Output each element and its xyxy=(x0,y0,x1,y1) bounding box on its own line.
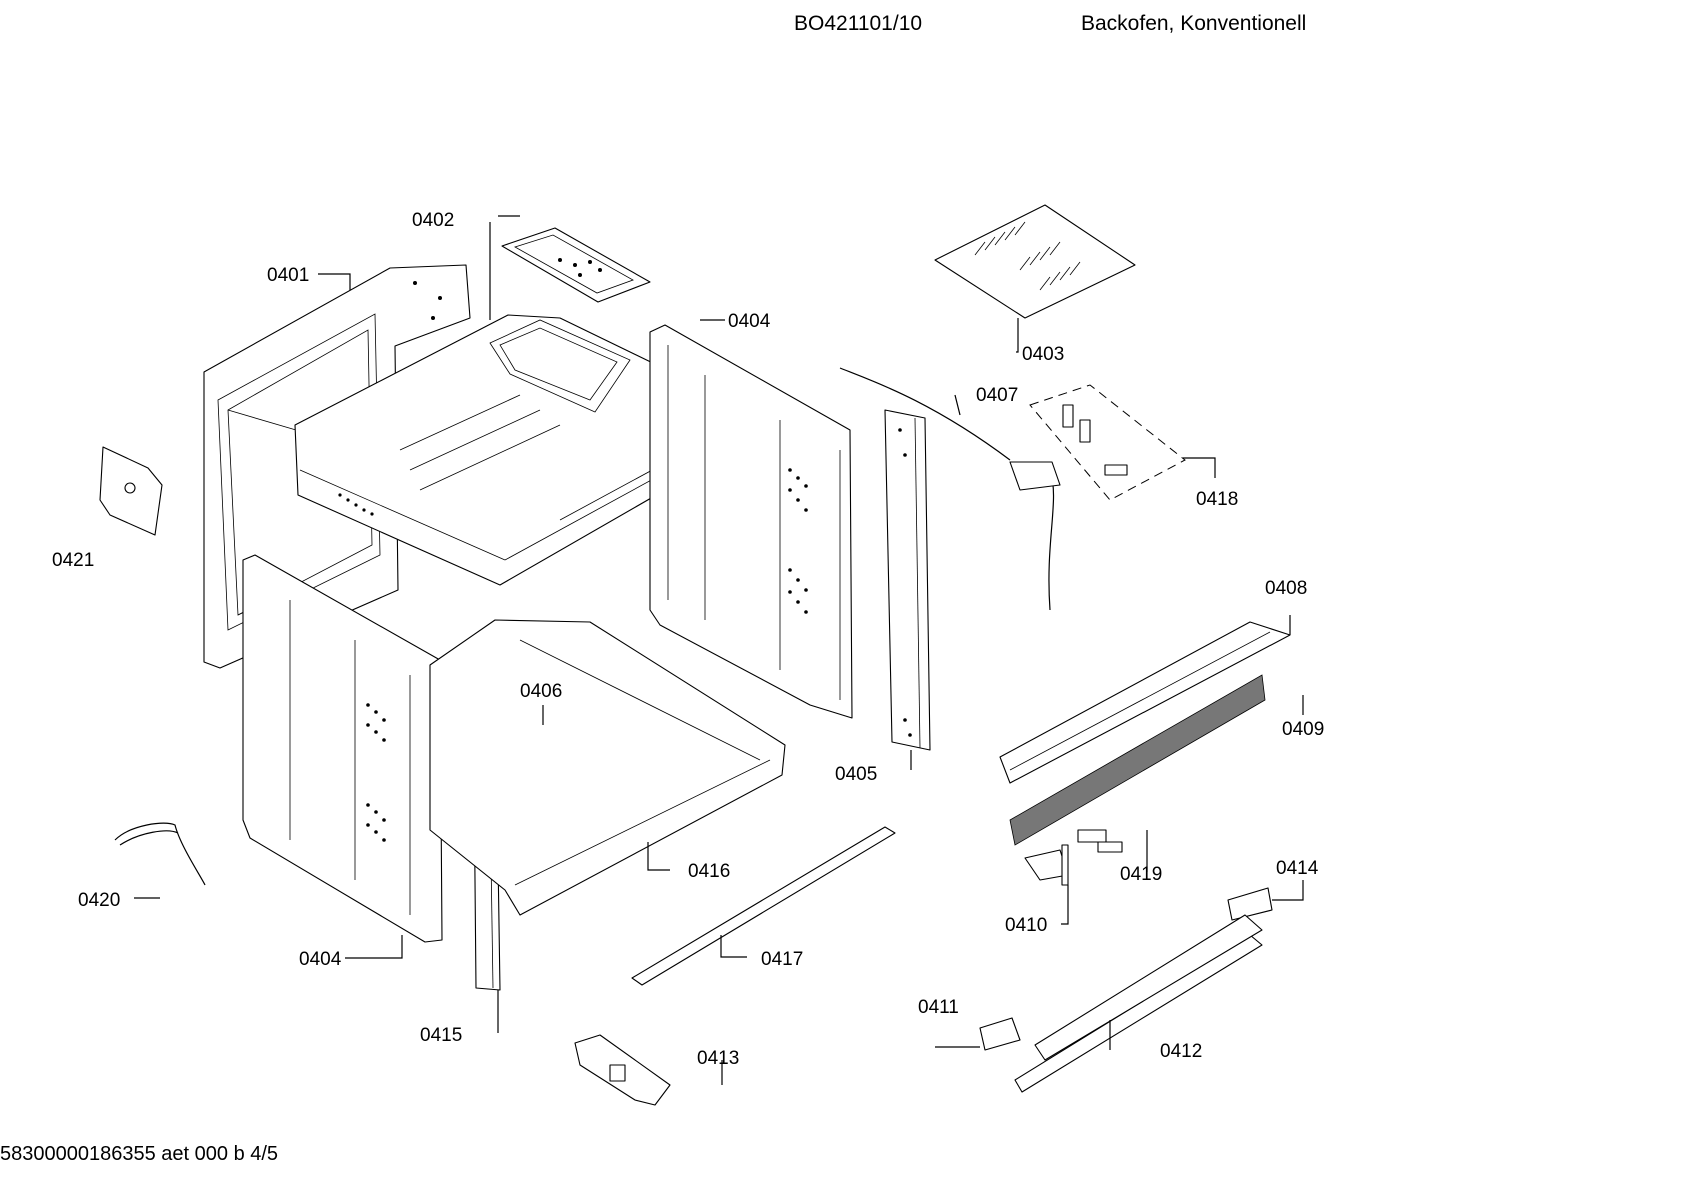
label-0412: 0412 xyxy=(1160,1041,1202,1062)
part-0419-screws xyxy=(1077,829,1123,853)
label-0409: 0409 xyxy=(1282,719,1324,740)
label-0414: 0414 xyxy=(1276,858,1319,879)
label-0419: 0419 xyxy=(1120,864,1162,885)
label-0408: 0408 xyxy=(1265,578,1307,599)
part-0418-screw-set xyxy=(1029,384,1186,501)
part-0410-hinge-bracket xyxy=(1024,844,1069,886)
label-0417: 0417 xyxy=(761,949,803,970)
label-0401: 0401 xyxy=(267,265,309,286)
label-0407: 0407 xyxy=(976,385,1018,406)
label-0416: 0416 xyxy=(688,861,730,882)
part-0420-wire-bracket xyxy=(114,822,206,886)
part-0416-bottom-tray xyxy=(429,619,786,916)
part-0421-side-bracket xyxy=(99,446,163,536)
appliance-description: Backofen, Konventionell xyxy=(1081,12,1307,35)
label-0404-lower: 0404 xyxy=(299,949,342,970)
model-number: BO421101/10 xyxy=(794,12,923,35)
label-0410: 0410 xyxy=(1005,915,1047,936)
label-0405: 0405 xyxy=(835,764,877,785)
part-0414-clip xyxy=(1227,887,1273,921)
label-0406: 0406 xyxy=(520,681,562,702)
leader-lines xyxy=(134,215,1304,1085)
label-0421: 0421 xyxy=(52,550,94,571)
label-0415: 0415 xyxy=(420,1025,462,1046)
part-0413-burner xyxy=(574,1034,671,1106)
part-0417-slide-strip xyxy=(631,826,896,986)
part-0409-ventilation-grille xyxy=(1009,674,1266,846)
label-0413: 0413 xyxy=(697,1048,739,1069)
part-number-labels: 0401 0402 0403 0404 0404 0405 0406 0407 … xyxy=(52,210,1324,1069)
label-0411: 0411 xyxy=(918,997,959,1018)
part-0407-sensor xyxy=(839,367,1061,611)
part-0412-lower-rail xyxy=(1014,914,1263,1093)
label-0403: 0403 xyxy=(1022,344,1064,365)
label-0418: 0418 xyxy=(1196,489,1238,510)
label-0404-upper: 0404 xyxy=(728,311,771,332)
part-0404-left-side-panel xyxy=(242,554,443,943)
part-0402-top-panel xyxy=(294,227,761,586)
part-0403-screw-bag xyxy=(934,204,1136,319)
part-0405-front-rail xyxy=(884,409,931,751)
document-code: 58300000186355 aet 000 b 4/5 xyxy=(0,1143,279,1165)
label-0420: 0420 xyxy=(78,890,120,911)
part-0404-right-side-panel xyxy=(649,324,853,719)
part-0411-clip xyxy=(979,1017,1021,1051)
label-0402: 0402 xyxy=(412,210,454,231)
